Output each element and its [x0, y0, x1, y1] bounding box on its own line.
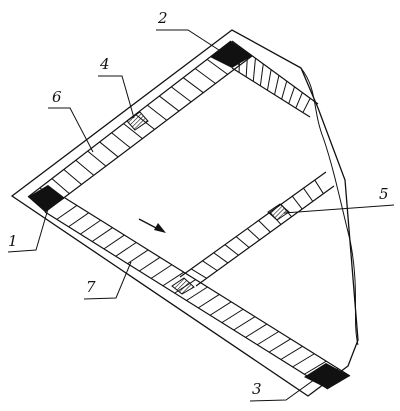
- flow-arrow-shaft: [138, 218, 159, 230]
- bottom-band-tile-divider: [68, 212, 90, 228]
- callout-2: 2: [157, 9, 168, 27]
- flow-arrow-head: [154, 223, 166, 233]
- callout-1: 1: [8, 232, 18, 250]
- cross-band-edge-inner: [195, 185, 335, 287]
- leader-line-3: [249, 376, 319, 402]
- cross-band-tile-divider: [303, 187, 314, 202]
- leader-line-5: [283, 204, 395, 214]
- bottom-band-tile-divider: [127, 249, 149, 265]
- callout-3: 3: [252, 380, 262, 398]
- left-band-tile-divider: [51, 178, 70, 195]
- cross-band-tile-divider: [190, 268, 207, 279]
- left-band-edge-inner: [44, 55, 253, 213]
- left-band-tile-divider: [87, 150, 107, 167]
- leader-line-6: [48, 107, 94, 153]
- bottom-band-tile-divider: [162, 271, 185, 287]
- bottom-band-tile-divider: [268, 338, 291, 353]
- top-band-tile-divider: [266, 69, 272, 91]
- cross-band-tile-divider: [247, 228, 261, 241]
- torn-edge: [300, 67, 359, 346]
- bottom-band-tile-divider: [91, 227, 113, 242]
- hatched-tile-5: [267, 203, 290, 221]
- top-band-tile-divider: [288, 86, 296, 104]
- corner-block-1: [28, 185, 65, 212]
- cross-band-tile-divider: [258, 220, 271, 233]
- bottom-band-tile-divider: [80, 219, 101, 235]
- leader-line-1: [7, 208, 49, 253]
- bottom-band-tile-divider: [186, 286, 208, 301]
- left-band-tile-divider: [170, 86, 192, 103]
- left-band-tile-divider: [182, 77, 204, 94]
- callout-5: 5: [379, 185, 389, 203]
- bottom-band-tile-divider: [103, 234, 125, 250]
- left-band-tile-divider: [63, 169, 82, 185]
- bottom-band-tile-divider: [221, 308, 244, 324]
- cross-tile-band: [179, 171, 335, 287]
- left-band-tile-divider: [123, 123, 143, 139]
- corner-block-3: [304, 363, 350, 389]
- top-band-tile-divider: [281, 80, 288, 100]
- top-band-tile-divider: [295, 92, 303, 109]
- outer-frame: [10, 29, 359, 397]
- leader-line-7: [83, 261, 132, 300]
- left-band-tile-divider: [159, 95, 180, 112]
- left-band-tile-divider: [111, 132, 131, 149]
- left-band-tile-divider: [206, 58, 228, 75]
- cross-band-edge-outer: [179, 171, 327, 278]
- top-band-edge-outer: [231, 40, 319, 105]
- leader-line-4: [98, 75, 135, 119]
- bottom-band-tile-divider: [292, 353, 315, 368]
- top-band-tile-divider: [252, 58, 256, 82]
- cross-band-tile-divider: [202, 260, 218, 272]
- bottom-band-tile-divider: [150, 264, 173, 279]
- bottom-tile-band: [44, 197, 351, 390]
- bottom-band-tile-divider: [56, 205, 78, 220]
- hatched-tile-bottom: [171, 277, 195, 295]
- top-band-edge-inner: [231, 67, 311, 118]
- bottom-band-tile-divider: [233, 316, 256, 331]
- bottom-band-tile-divider: [198, 293, 220, 309]
- bottom-band-tile-divider: [245, 323, 268, 338]
- left-band-tile-divider: [99, 141, 119, 158]
- leader-line-2: [156, 29, 223, 53]
- bottom-band-tile-divider: [256, 331, 280, 346]
- bottom-band-tile-divider: [209, 301, 232, 316]
- top-band-tile-divider: [302, 98, 311, 113]
- top-band-tile-divider: [259, 63, 264, 86]
- bottom-band-tile-divider: [280, 345, 303, 360]
- corner-block-2: [210, 41, 252, 68]
- left-band-tile-divider: [194, 68, 216, 84]
- callout-6: 6: [52, 88, 62, 106]
- left-band-tile-divider: [147, 104, 168, 121]
- cross-band-tile-divider: [224, 244, 239, 256]
- top-tile-band: [231, 40, 319, 118]
- cross-band-tile-divider: [213, 252, 229, 264]
- left-band-tile-divider: [75, 159, 95, 176]
- bottom-band-tile-divider: [304, 360, 327, 375]
- bottom-band-tile-divider: [115, 242, 137, 257]
- callout-7: 7: [86, 278, 96, 296]
- callout-4: 4: [99, 55, 110, 73]
- cross-band-tile-divider: [314, 179, 324, 194]
- cross-band-tile-divider: [291, 195, 303, 210]
- top-band-tile-divider: [274, 75, 280, 95]
- bottom-band-tile-divider: [139, 256, 161, 272]
- hatched-tile-4: [126, 111, 149, 131]
- cross-band-tile-divider: [235, 236, 250, 248]
